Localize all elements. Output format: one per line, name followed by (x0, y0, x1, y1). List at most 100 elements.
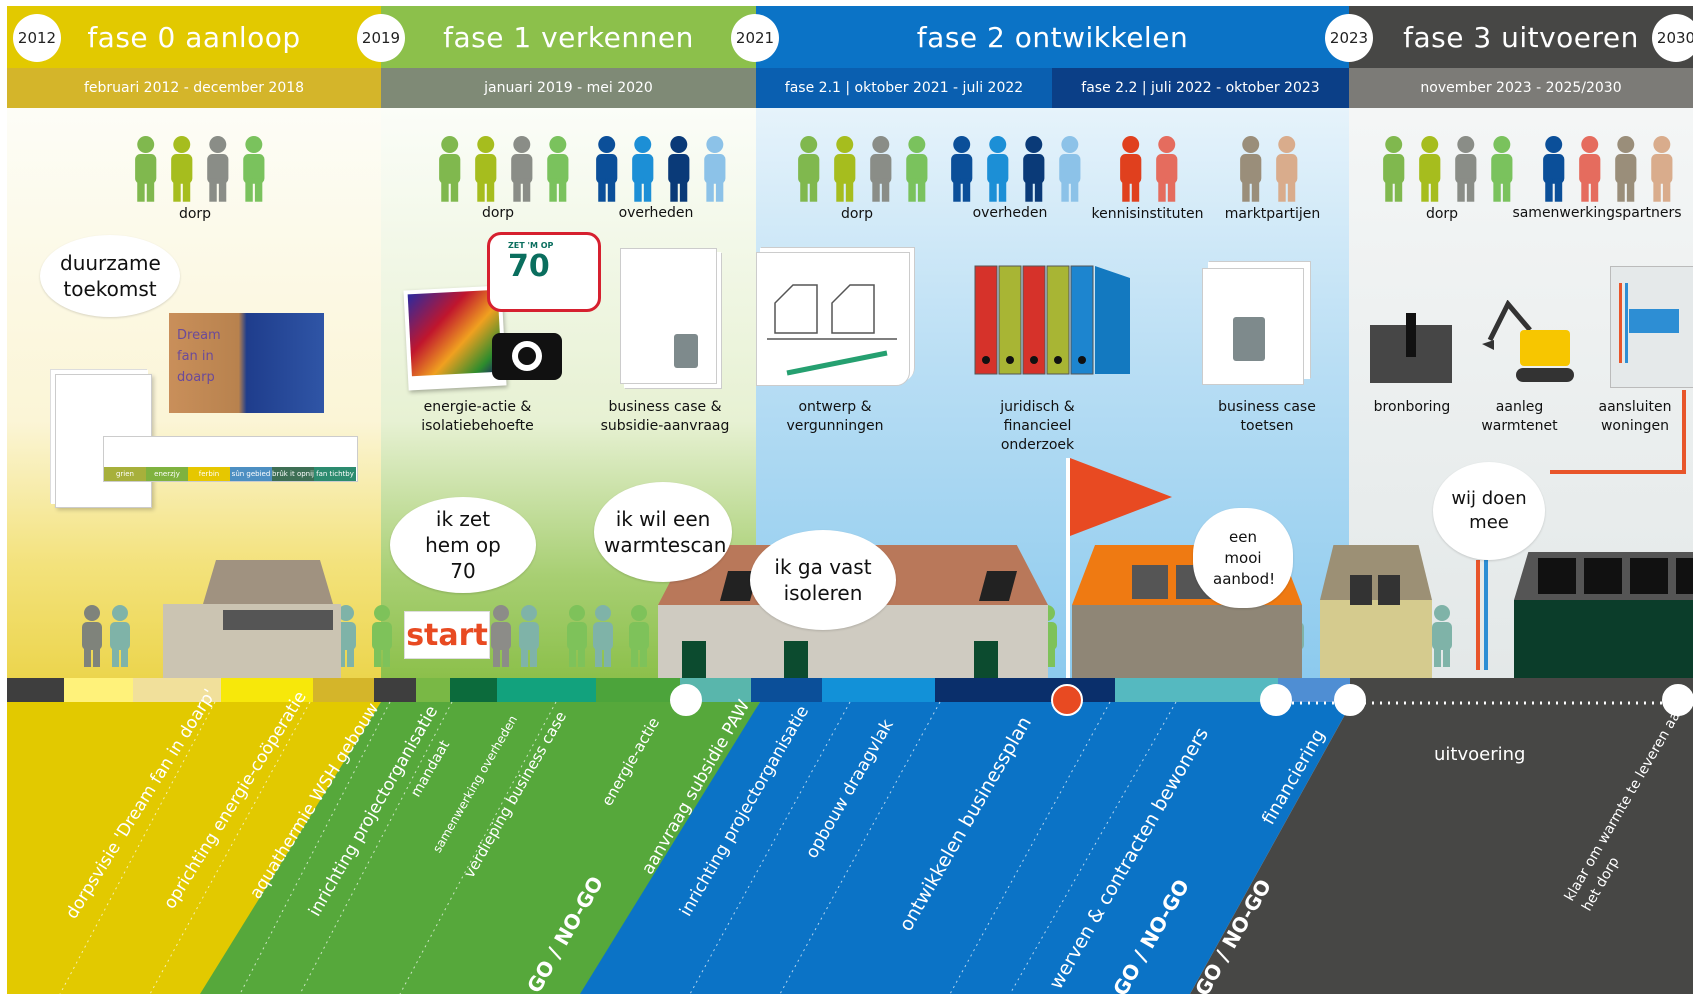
person-leg (1493, 178, 1501, 202)
person-head (1653, 136, 1671, 153)
speech-bubble-isoleren: ik ga vast isoleren (750, 530, 896, 630)
person-head (1242, 136, 1260, 153)
speech-text: wij doen mee (1451, 488, 1527, 533)
person-leg (530, 645, 537, 667)
person-leg (569, 645, 576, 667)
lower-area-phase2 (580, 702, 1352, 994)
milestone-dot (1260, 684, 1292, 716)
person-head (631, 605, 647, 621)
person-body (1059, 154, 1081, 184)
person-leg (146, 178, 155, 202)
dream-fan-in-doarp-photo: Dream fan in doarp (169, 313, 324, 413)
heat-pipe-blue (1484, 560, 1488, 670)
person-body (1615, 154, 1637, 184)
person-icon (1579, 136, 1601, 202)
person-head (836, 136, 854, 153)
person-icon (1059, 136, 1081, 202)
person-icon (1023, 136, 1045, 202)
strip-segment: sûn gebied (230, 467, 272, 481)
person-head (549, 136, 567, 153)
person-head (1061, 136, 1079, 153)
community-building (163, 560, 341, 678)
person-leg (173, 178, 181, 202)
person-head (872, 136, 890, 153)
binder-ring (1078, 356, 1086, 364)
person-leg (953, 178, 961, 202)
binder (1070, 265, 1094, 375)
person-head (908, 136, 926, 153)
person-head (598, 136, 616, 153)
heat-installation-icon (1610, 266, 1693, 388)
person-icon (1276, 136, 1298, 202)
timeline-bar-segment (751, 678, 822, 702)
person-leg (1617, 178, 1625, 202)
stakeholder-label-overheden: overheden (618, 205, 694, 221)
heat-pipe-red (1682, 390, 1686, 474)
person-icon (1419, 136, 1441, 202)
calculator-icon (1233, 317, 1265, 361)
stakeholder-label-dorp: dorp (178, 206, 212, 222)
speech-bubble-zet-hem-op-70: ik zet hem op 70 (390, 497, 536, 593)
strip-segment: fan tichtby (314, 467, 356, 481)
person-leg (1048, 645, 1055, 667)
activity-label-bronboring: bronboring (1373, 399, 1451, 415)
person-leg (441, 178, 449, 202)
timeline-guide-line (1009, 701, 1177, 994)
person-head (1581, 136, 1599, 153)
phase0-title: fase 0 aanloop (7, 6, 381, 68)
person-leg (1025, 178, 1033, 202)
speech-text: ik ga vast isoleren (774, 555, 872, 605)
person-leg (1545, 178, 1553, 202)
phase2-title: fase 2 ontwikkelen (756, 6, 1349, 68)
person-body (596, 154, 618, 184)
person-leg (908, 178, 916, 202)
person-head (521, 605, 537, 621)
person-icon (207, 136, 229, 202)
person-head (1025, 136, 1043, 153)
person-head (706, 136, 724, 153)
timeline-guide-line (239, 701, 391, 994)
timeline-guide-line (399, 701, 557, 994)
person-leg (1242, 178, 1250, 202)
person-icon (798, 136, 820, 202)
year-2030-badge: 2030 (1652, 14, 1693, 62)
person-leg (917, 178, 926, 202)
person-body (511, 154, 533, 184)
binder-ring (1006, 356, 1014, 364)
person-leg (1430, 178, 1439, 202)
person-body (110, 622, 130, 650)
person-icon (1432, 605, 1452, 667)
speech-bubble-wij-doen-mee: wij doen mee (1433, 462, 1545, 560)
sticker-number: 70 (508, 249, 550, 284)
person-leg (112, 645, 119, 667)
person-leg (347, 645, 354, 667)
heat-pipe-red (1476, 560, 1480, 670)
person-leg (604, 645, 611, 667)
timeline-bar-segment (450, 678, 497, 702)
person-leg (549, 178, 557, 202)
person-icon (567, 605, 587, 667)
person-body (336, 622, 356, 650)
binder-side (1095, 266, 1130, 374)
person-body (82, 622, 102, 650)
person-leg (640, 645, 647, 667)
milestone-dot (1662, 684, 1693, 716)
person-leg (1421, 178, 1429, 202)
heat-pipe-red (1550, 470, 1686, 474)
person-body (135, 154, 157, 184)
person-icon (171, 136, 193, 202)
timeline-bar-segment (935, 678, 1052, 702)
person-body (1419, 154, 1441, 184)
person-leg (809, 178, 818, 202)
speech-bubble-duurzame-toekomst: duurzame toekomst (40, 235, 180, 317)
person-body (243, 154, 265, 184)
person-leg (998, 178, 1007, 202)
person-body (870, 154, 892, 184)
person-icon (243, 136, 265, 202)
person-head (112, 605, 128, 621)
person-leg (84, 645, 91, 667)
person-leg (962, 178, 971, 202)
strip-segment: grien (104, 467, 146, 481)
